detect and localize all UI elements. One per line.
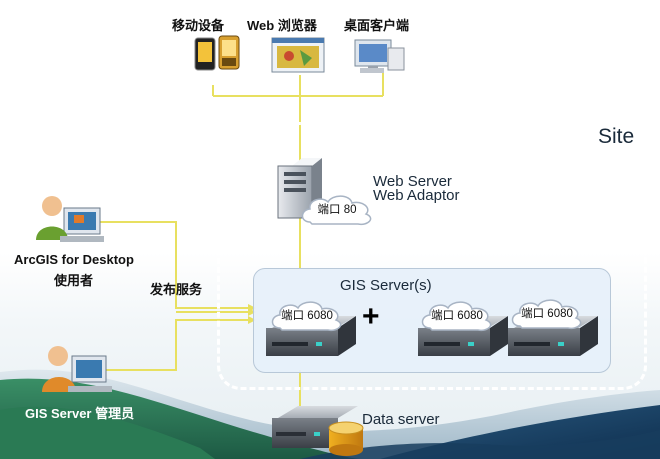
arrowheads	[248, 304, 256, 324]
port-80-cloud: 端口 80	[296, 192, 378, 228]
gis-port-cloud: 端口 6080	[266, 298, 348, 334]
site-label: Site	[598, 125, 635, 148]
gis-port-cloud: 端口 6080	[506, 296, 588, 332]
mobile-device-label: 移动设备	[172, 18, 225, 33]
web-browser-label: Web 浏览器	[247, 18, 317, 33]
gis-port-label: 端口 6080	[521, 308, 573, 320]
web-adaptor-label: Web Adaptor	[373, 187, 460, 204]
desktop-client-label: 桌面客户端	[344, 18, 410, 33]
data-server-icon	[272, 406, 364, 456]
gis-port-label: 端口 6080	[281, 310, 333, 322]
publish-service-label: 发布服务	[150, 282, 203, 297]
gis-admin-user-icon	[42, 346, 112, 392]
desktop-client-icon	[354, 39, 405, 73]
gis-port-cloud: 端口 6080	[416, 298, 498, 334]
client-connector-lines	[88, 72, 384, 410]
data-server-label: Data server	[362, 411, 440, 428]
gis-admin-label: GIS Server 管理员	[25, 406, 135, 421]
web-server-label: Web Server	[373, 173, 452, 190]
arcgis-desktop-label: ArcGIS for Desktop	[14, 252, 134, 267]
mobile-device-icon	[194, 35, 240, 71]
gis-server-title: GIS Server(s)	[340, 277, 432, 294]
gis-port-label: 端口 6080	[431, 310, 483, 322]
web-browser-icon	[271, 37, 325, 73]
port-80-label: 端口 80	[317, 204, 357, 216]
plus-sign: +	[362, 300, 380, 333]
site-boundary	[217, 122, 647, 390]
arcgis-desktop-user-icon	[36, 196, 104, 242]
arcgis-desktop-user-label: 使用者	[54, 273, 94, 288]
